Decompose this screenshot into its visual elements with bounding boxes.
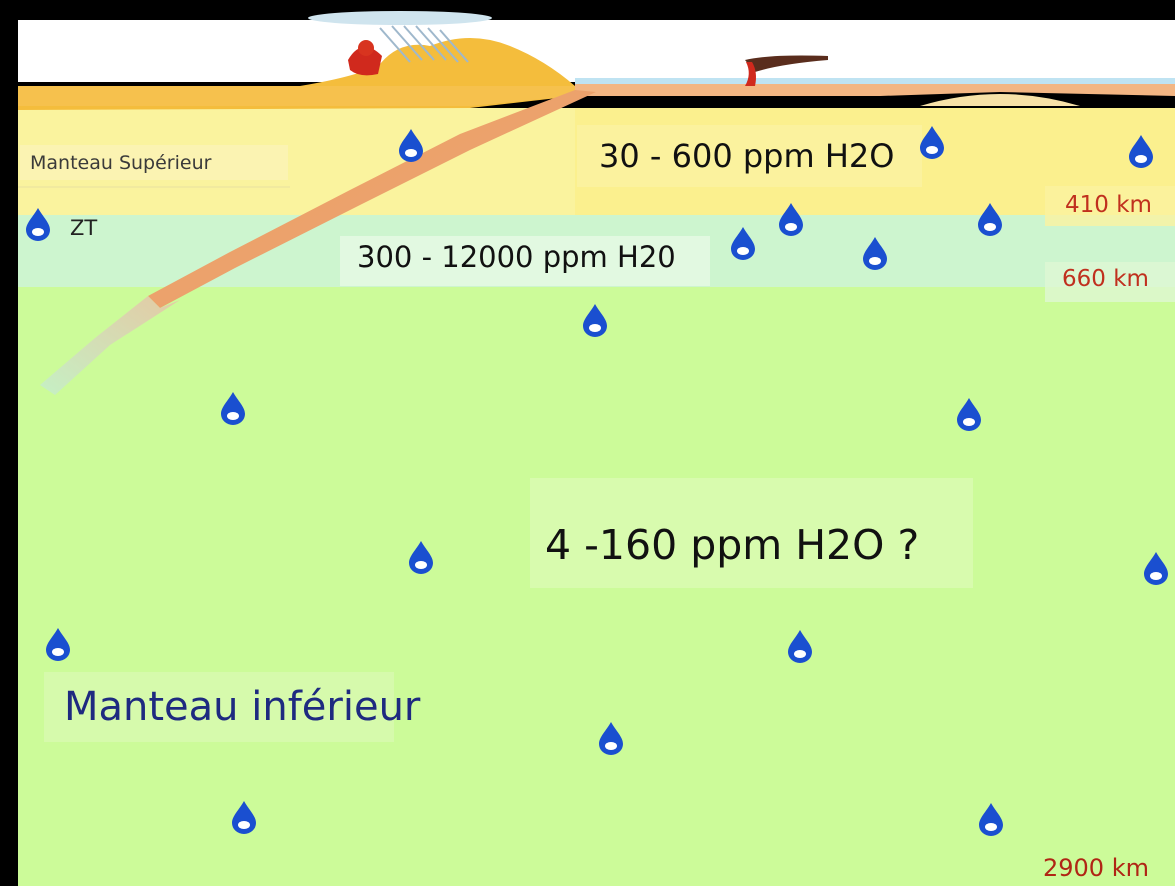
water-drop-icon: [788, 630, 812, 663]
ridge-plume-icon: [745, 55, 828, 86]
subducting-slab: [148, 90, 596, 308]
oceanic-lithosphere: [575, 84, 1175, 96]
rain-cloud-icon: [308, 11, 492, 63]
lower-mantle-water-content: 4 -160 ppm H2O ?: [545, 521, 920, 569]
water-drop-icon: [221, 392, 245, 425]
water-drop-icon: [26, 208, 50, 241]
volcano-icon: [348, 40, 382, 76]
water-drop-icon: [1129, 135, 1153, 168]
water-drop-icon: [399, 129, 423, 162]
depth-label-660: 660 km: [1062, 266, 1149, 292]
water-drop-icon: [863, 237, 887, 270]
water-drop-icon: [46, 628, 70, 661]
water-drop-icon: [232, 801, 256, 834]
lower-mantle-label: Manteau inférieur: [64, 684, 421, 730]
ocean-layer: [18, 20, 1175, 82]
water-drop-icon: [957, 398, 981, 431]
depth-label-410: 410 km: [1065, 192, 1152, 218]
slab-fade: [40, 296, 180, 395]
water-drop-icon: [1144, 552, 1168, 585]
upper-mantle-water-content: 30 - 600 ppm H2O: [599, 137, 895, 175]
water-drop-icon: [583, 304, 607, 337]
water-drop-icon: [979, 803, 1003, 836]
water-drop-icon: [409, 541, 433, 574]
water-drop-icon: [920, 126, 944, 159]
depth-label-2900: 2900 km: [1043, 854, 1149, 882]
water-drop-icon: [599, 722, 623, 755]
upper-mantle-label: Manteau Supérieur: [30, 152, 212, 174]
ridge-bump: [920, 94, 1080, 106]
water-drop-icon: [978, 203, 1002, 236]
water-drop-icon: [731, 227, 755, 260]
water-drop-icon: [779, 203, 803, 236]
transition-zone-water-content: 300 - 12000 ppm H20: [357, 240, 676, 274]
transition-zone-label: ZT: [70, 216, 98, 240]
